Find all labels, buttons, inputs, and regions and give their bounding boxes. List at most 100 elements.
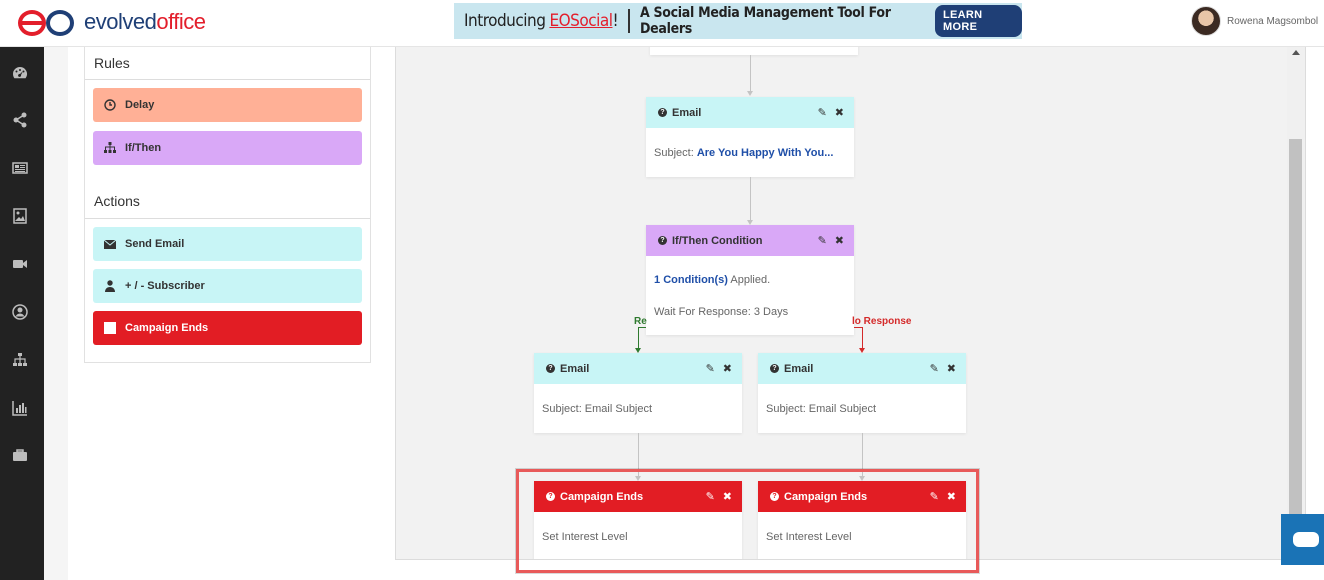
connector-arrow xyxy=(747,220,753,225)
sitemap-icon xyxy=(103,141,117,155)
email-subject: Subject: Email Subject xyxy=(542,403,653,415)
branch-line-no xyxy=(862,327,863,349)
chat-widget-button[interactable] xyxy=(1281,514,1324,565)
branch-arrow-no xyxy=(859,348,865,353)
close-icon[interactable]: ✖ xyxy=(946,491,956,503)
node-title: Email xyxy=(784,362,814,375)
rules-divider xyxy=(85,79,370,80)
avatar[interactable] xyxy=(1191,6,1221,36)
campaign-ends-node-right[interactable]: ? Campaign Ends ✎✖ Set Interest Level xyxy=(758,481,966,559)
question-icon: ? xyxy=(770,364,779,373)
edit-pencil-icon[interactable]: ✎ xyxy=(817,107,827,119)
user-menu[interactable]: Rowena Magsombol xyxy=(1191,6,1318,36)
banner-intro: Introducing xyxy=(464,11,546,31)
email-node-right[interactable]: ? Email ✎ ✖ Subject: Email Subject xyxy=(758,353,966,433)
video-icon[interactable] xyxy=(11,256,29,272)
question-icon: ? xyxy=(658,236,667,245)
branch-line-yes xyxy=(638,327,639,349)
banner-tagline: A Social Media Management Tool For Deale… xyxy=(639,5,891,37)
close-icon[interactable]: ✖ xyxy=(946,363,956,375)
connector-line xyxy=(862,433,863,477)
email-subject: Are You Happy With You... xyxy=(696,147,834,159)
action-campaign-ends-label: Campaign Ends xyxy=(125,322,209,334)
highlight-annotation xyxy=(516,469,979,573)
logo-text-office: office xyxy=(156,9,206,34)
rule-ifthen[interactable]: If/Then xyxy=(93,131,362,165)
branch-label-response: Re xyxy=(634,316,647,327)
question-icon: ? xyxy=(546,492,555,501)
condition-count: 1 xyxy=(654,274,661,286)
toolbox-panel: Rules Delay If/Then Actions Send Email xyxy=(84,47,371,363)
left-nav-sidebar xyxy=(0,47,44,580)
node-title: Email xyxy=(560,362,590,375)
edit-pencil-icon[interactable]: ✎ xyxy=(929,363,939,375)
banner-exclaim: ! xyxy=(612,11,619,31)
eo-logo-icon xyxy=(18,8,76,36)
branch-line-yes-h xyxy=(638,327,646,328)
sitemap-icon[interactable] xyxy=(11,352,29,368)
learn-more-button[interactable]: LEARN MORE xyxy=(935,5,1022,37)
connector-arrow xyxy=(635,476,641,481)
branch-line-no-h xyxy=(854,327,862,328)
condition-link[interactable]: Condition(s) xyxy=(663,274,728,286)
campaign-ends-node-left[interactable]: ? Campaign Ends ✎ ✖ Set Interest Level xyxy=(534,481,742,559)
close-icon[interactable]: ✖ xyxy=(834,107,844,119)
image-icon[interactable] xyxy=(11,208,29,224)
node-title: Campaign Ends xyxy=(560,490,644,503)
rules-heading: Rules xyxy=(94,55,130,71)
close-icon[interactable]: ✖ xyxy=(834,235,844,247)
actions-heading: Actions xyxy=(94,193,140,209)
interest-level: Set Interest Level xyxy=(542,531,628,543)
question-icon: ? xyxy=(546,364,555,373)
user-name[interactable]: Rowena Magsombol xyxy=(1227,15,1319,27)
rule-ifthen-label: If/Then xyxy=(125,142,162,154)
connector-line xyxy=(638,433,639,477)
email-node-top[interactable]: ? Email ✎✖ Subject: Are You Happy With Y… xyxy=(646,97,854,177)
edit-pencil-icon[interactable]: ✎ xyxy=(929,491,939,503)
connector-arrow xyxy=(859,476,865,481)
banner-brand: EOSocial xyxy=(549,11,613,31)
dashboard-icon[interactable] xyxy=(11,65,29,81)
branch-label-no-response: lo Response xyxy=(852,316,912,327)
close-icon[interactable]: ✖ xyxy=(722,363,732,375)
bar-chart-icon[interactable] xyxy=(11,400,29,416)
top-header: evolvedoffice Introducing EOSocial ! A S… xyxy=(0,0,1324,47)
canvas-scrollbar[interactable] xyxy=(1287,47,1305,560)
scrollbar-thumb[interactable] xyxy=(1289,139,1302,559)
edit-pencil-icon[interactable]: ✎ xyxy=(817,235,827,247)
connector-line xyxy=(750,55,751,91)
share-icon[interactable] xyxy=(11,112,29,128)
node-title: Campaign Ends xyxy=(784,490,868,503)
email-subject: Subject: Email Subject xyxy=(766,403,877,415)
user-circle-icon[interactable] xyxy=(11,304,29,320)
action-send-email[interactable]: Send Email xyxy=(93,227,362,261)
scroll-up-arrow-icon[interactable] xyxy=(1292,50,1300,55)
edit-pencil-icon[interactable]: ✎ xyxy=(705,363,715,375)
email-node-left[interactable]: ? Email ✎ ✖ Subject: Email Subject xyxy=(534,353,742,433)
action-subscriber[interactable]: + / - Subscriber xyxy=(93,269,362,303)
node-title: Email xyxy=(672,106,702,119)
briefcase-icon[interactable] xyxy=(11,447,29,463)
envelope-icon xyxy=(103,237,117,251)
condition-applied: Applied. xyxy=(730,274,771,286)
action-subscriber-label: + / - Subscriber xyxy=(125,280,205,292)
clock-icon xyxy=(103,98,117,112)
previous-node[interactable] xyxy=(650,47,858,55)
newspaper-icon[interactable] xyxy=(11,160,29,176)
rule-delay[interactable]: Delay xyxy=(93,88,362,122)
ifthen-node[interactable]: ? If/Then Condition ✎✖ 1 Condition(s) Ap… xyxy=(646,225,854,335)
question-icon: ? xyxy=(658,108,667,117)
evolvedoffice-logo[interactable]: evolvedoffice xyxy=(18,8,206,36)
edit-pencil-icon[interactable]: ✎ xyxy=(705,491,715,503)
close-icon[interactable]: ✖ xyxy=(722,491,732,503)
workflow-canvas[interactable]: ? Email ✎✖ Subject: Are You Happy With Y… xyxy=(395,47,1306,560)
eosocial-promo-banner[interactable]: Introducing EOSocial ! A Social Media Ma… xyxy=(454,3,1022,39)
actions-divider xyxy=(85,218,370,219)
main-content: Rules Delay If/Then Actions Send Email xyxy=(68,47,1324,580)
banner-divider xyxy=(628,9,630,33)
action-campaign-ends[interactable]: Campaign Ends xyxy=(93,311,362,345)
interest-level: Set Interest Level xyxy=(766,531,852,543)
action-send-email-label: Send Email xyxy=(125,238,185,250)
rule-delay-label: Delay xyxy=(125,99,155,111)
branch-arrow-yes xyxy=(635,348,641,353)
